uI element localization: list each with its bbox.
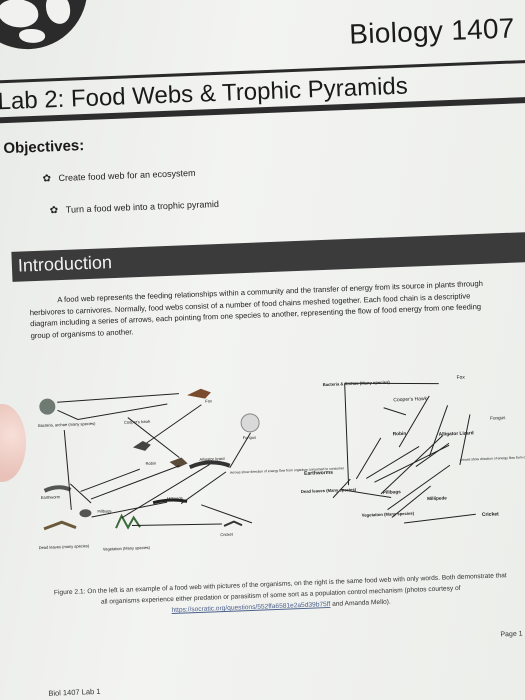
vegetation-label: Vegetation (Many species) [103,545,151,552]
right-web-arrows [332,382,476,524]
page-number: Page 1 [500,630,523,639]
pillbugs-label: Pillbugs [97,508,111,514]
pillbugs-word-label: Pillbugs [383,489,401,495]
vegetation-word-label: Vegetation (Many species) [362,511,415,518]
coopers-hawk-label: Cooper's hawk [124,419,151,425]
bacteria-icon [39,398,56,415]
earthworms-word-label: Earthworms [304,470,333,477]
earthworm-label: Earthworm [41,494,61,500]
fox-icon [187,388,211,399]
flower-bullet-icon: ✿ [42,173,52,185]
globe-logo [0,0,90,52]
introduction-heading: Introduction [17,252,113,276]
objective-item: ✿Create food web for an ecosystem [42,167,196,185]
page-footer: Biol 1407 Lab 1 [48,686,101,698]
alligator-lizard-label: Alligator lizard [199,456,224,462]
robin-label: Robin [145,461,156,466]
objective-item: ✿Turn a food web into a trophic pyramid [49,198,220,217]
millipede-label: Millipede [167,495,184,501]
robin-icon [169,457,188,468]
dead-leaves-word-label: Dead leaves (Many species) [301,487,357,494]
cricket-word-label: Cricket [482,511,500,518]
hawk-icon [132,441,151,451]
introduction-bar: Introduction [11,230,525,282]
bacteria-label: Bacteria, archae (many species) [38,421,96,428]
earthworm-icon [43,485,72,493]
fox-label: Fox [205,398,212,403]
pictorial-food-web: Bacteria, archae (many species) Cooper's… [38,388,345,552]
fungus-label: Fungus [243,435,257,441]
cricket-icon [223,520,243,527]
vegetation-icon [115,513,141,530]
robin-word-label: Robin [393,431,407,438]
bacteria-word-label: Bacteria & Archae (Many species) [323,379,391,387]
leaves-icon [43,520,77,531]
dead-leaves-label: Dead leaves (many species) [39,543,90,550]
fungus-icon [240,413,260,433]
caption-link[interactable]: https://socratic.org/questions/552ffa658… [171,600,331,615]
arrows-note-left: Arrows show direction of energy flow fro… [230,466,345,474]
objectives-heading: Objectives: [3,137,85,158]
fungus-word-label: Fungus [490,415,506,421]
pillbug-icon [79,509,92,518]
arrows-note-right: Arrows show direction of energy flow fro… [460,453,525,461]
coopers-hawk-word-label: Cooper's Hawk [393,396,427,403]
millipede-word-label: Millipede [427,495,447,501]
introduction-paragraph: A food web represents the feeding relati… [29,278,484,340]
lizard-icon [188,460,231,470]
course-title: Biology 1407 [348,12,516,50]
fox-word-label: Fox [456,375,465,381]
food-web-figure: Bacteria, archae (many species) Cooper's… [38,375,525,552]
left-web-arrows [57,393,253,526]
flower-bullet-icon: ✿ [49,205,59,217]
alligator-lizard-word-label: Alligator Lizard [439,430,474,437]
word-food-web: Fox Bacteria & Archae (Many species) Coo… [301,375,525,524]
cricket-label: Cricket [220,532,234,538]
